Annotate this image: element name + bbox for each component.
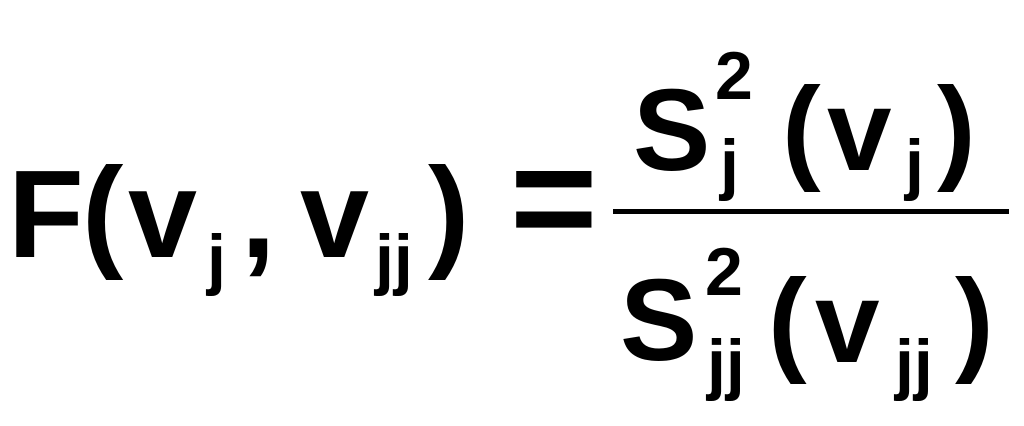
numerator-open-paren: ( (782, 63, 821, 193)
denominator-var: v (815, 257, 880, 387)
numerator-var-subscript: j (905, 126, 924, 202)
equals-sign: = (510, 113, 598, 281)
fraction-bar (613, 209, 1009, 214)
denominator-close-paren: ) (955, 255, 994, 385)
denominator-superscript: 2 (705, 234, 743, 310)
denominator-symbol: S (620, 255, 698, 385)
function-name: F (8, 146, 84, 284)
lhs-var2: v (300, 146, 369, 284)
numerator-close-paren: ) (937, 63, 976, 193)
lhs-comma: , (241, 146, 276, 284)
denominator-subscript: jj (707, 326, 745, 402)
numerator-var: v (827, 65, 892, 195)
numerator-superscript: 2 (715, 38, 753, 114)
denominator-open-paren: ( (768, 255, 807, 385)
numerator-subscript: j (720, 126, 739, 202)
lhs-close-paren: ) (428, 143, 470, 281)
numerator-symbol: S (633, 65, 711, 195)
lhs-var2-subscript: jj (375, 221, 413, 297)
denominator-var-subscript: jj (895, 326, 933, 402)
lhs-open-paren: ( (82, 143, 124, 281)
lhs-var1: v (128, 146, 197, 284)
lhs-var1-subscript: j (207, 221, 226, 297)
